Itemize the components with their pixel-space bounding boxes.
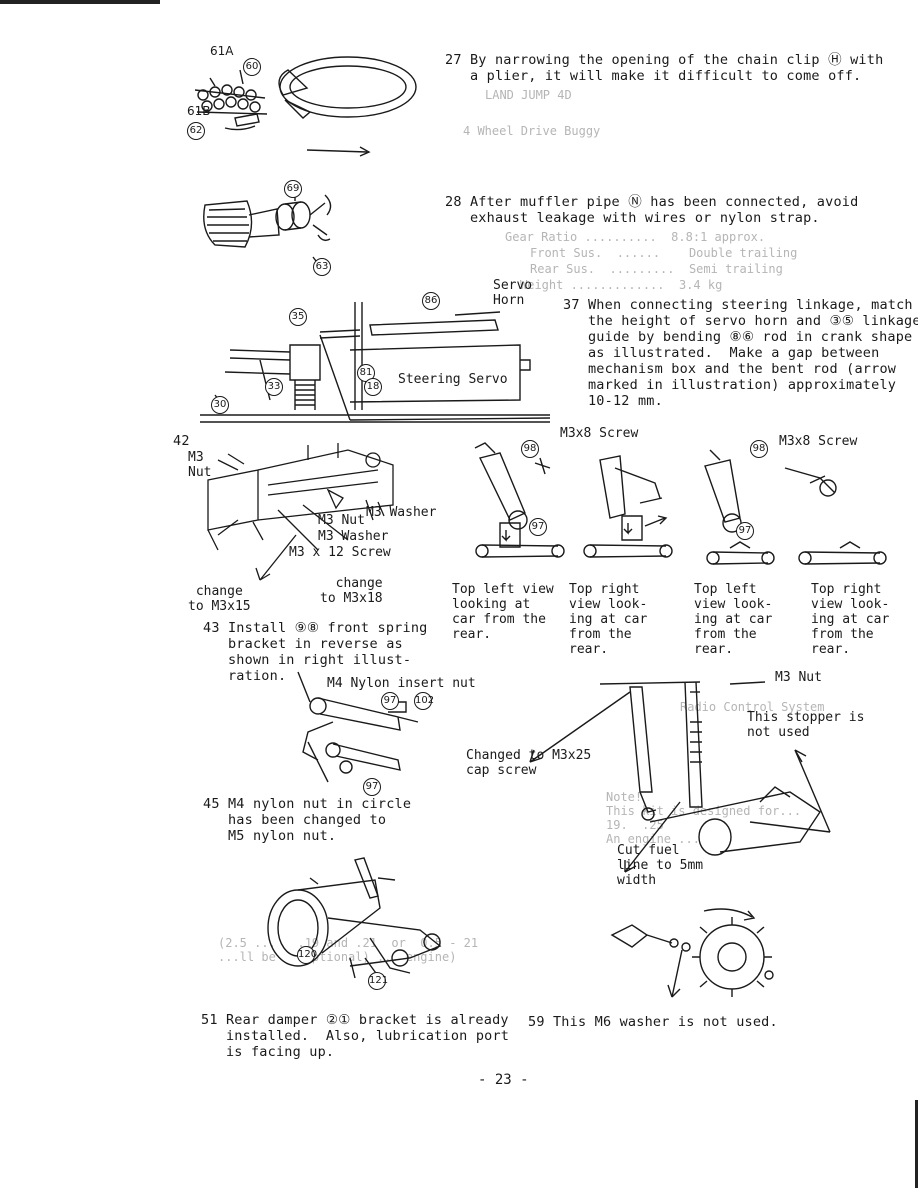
m3x8-screw-label-2: M3x8 Screw xyxy=(779,434,858,449)
rear-wheel-illustration xyxy=(612,905,792,1005)
m3-washer-mid-label: M3 Washer xyxy=(318,529,389,544)
part-61a-label: 61A xyxy=(210,44,234,58)
part-97-callout-b: 97 xyxy=(736,522,754,540)
part-98-callout-b: 98 xyxy=(750,440,768,458)
part-60-callout: 60 xyxy=(243,58,261,76)
part-33-callout: 33 xyxy=(265,378,283,396)
part-69-callout: 69 xyxy=(284,180,302,198)
part-121-callout: 121 xyxy=(368,972,388,990)
top-right-view-caption-1: Top right view look- ing at car from the… xyxy=(569,582,648,657)
suspension-arm-illustration xyxy=(288,672,438,792)
part-18-callout: 18 xyxy=(364,378,382,396)
part-35-callout: 35 xyxy=(289,308,307,326)
bleed-through-spec-3: Rear Sus. ......... Semi trailing xyxy=(530,262,783,276)
cut-fuel-line-label: Cut fuel line to 5mm width xyxy=(617,843,704,888)
m3-washer-top-label: M3 Washer xyxy=(366,505,437,520)
rear-damper-bracket-illustration xyxy=(260,858,460,993)
step-45-text: 45 M4 nylon nut in circle has been chang… xyxy=(203,796,412,844)
step-51-text: 51 Rear damper ②① bracket is already ins… xyxy=(201,1012,510,1060)
bleed-through-radio: Radio Control System xyxy=(680,700,825,714)
part-62-callout: 62 xyxy=(187,122,205,140)
bleed-through-spec-4: Weight ............. 3.4 kg xyxy=(520,278,723,292)
step-43-text: 43 Install ⑨⑧ front spring bracket in re… xyxy=(203,620,428,684)
part-97-callout-d: 97 xyxy=(363,778,381,796)
front-bulkhead-illustration xyxy=(198,440,438,610)
page-number: - 23 - xyxy=(478,1072,529,1088)
part-30-callout: 30 xyxy=(211,396,229,414)
step-37-text: 37 When connecting steering linkage, mat… xyxy=(563,297,918,409)
part-102-callout: 102 xyxy=(414,692,434,710)
bleed-through-title: LAND JUMP 4D xyxy=(485,88,572,102)
steering-linkage-illustration xyxy=(200,290,560,440)
spring-bracket-views-illustration xyxy=(440,438,910,578)
part-61b-label: 61B xyxy=(187,104,211,118)
change-to-m3x15-label: change to M3x15 xyxy=(188,584,251,614)
m3x8-screw-label-1: M3x8 Screw xyxy=(560,426,639,441)
rear-damper-illustration xyxy=(590,662,850,877)
change-to-m3x18-label: change to M3x18 xyxy=(320,576,383,606)
part-97-callout-a: 97 xyxy=(529,518,547,536)
servo-horn-label: Servo Horn xyxy=(493,278,533,308)
bleed-through-spec-2: Front Sus. ...... Double trailing xyxy=(530,246,798,260)
m3-nut-damper-label: M3 Nut xyxy=(775,670,822,685)
top-right-view-caption-2: Top right view look- ing at car from the… xyxy=(811,582,890,657)
part-63-callout: 63 xyxy=(313,258,331,276)
stopper-not-used-label: This stopper is not used xyxy=(747,710,865,740)
part-86-callout: 86 xyxy=(422,292,440,310)
part-120-callout: 120 xyxy=(297,946,317,964)
right-edge-mark xyxy=(915,1100,918,1188)
top-left-view-caption-1: Top left view looking at car from the re… xyxy=(452,582,554,642)
steering-servo-label: Steering Servo xyxy=(398,372,508,387)
step-59-text: 59 This M6 washer is not used. xyxy=(528,1014,778,1030)
step-28-text: 28 After muffler pipe Ⓝ has been connect… xyxy=(445,194,859,226)
part-97-callout-c: 97 xyxy=(381,692,399,710)
m3-nut-label-42: M3 Nut xyxy=(188,450,212,480)
m3x12-screw-label: M3 x 12 Screw xyxy=(289,545,391,560)
m4-nylon-insert-nut-label: M4 Nylon insert nut xyxy=(327,676,476,691)
top-edge-mark xyxy=(0,0,160,4)
top-left-view-caption-2: Top left view look- ing at car from the … xyxy=(694,582,773,657)
bleed-through-subtitle: 4 Wheel Drive Buggy xyxy=(463,124,601,138)
step-42-number: 42 xyxy=(173,433,190,449)
muffler-pipe-illustration xyxy=(195,175,355,285)
changed-to-m3x25-label: Changed to M3x25 cap screw xyxy=(466,748,592,778)
m3-nut-mid-label: M3 Nut xyxy=(318,513,365,528)
step-27-text: 27 By narrowing the opening of the chain… xyxy=(445,52,884,84)
chain-clip-illustration xyxy=(185,40,420,165)
part-98-callout-a: 98 xyxy=(521,440,539,458)
bleed-through-spec-1: Gear Ratio .......... 8.8:1 approx. xyxy=(505,230,766,244)
